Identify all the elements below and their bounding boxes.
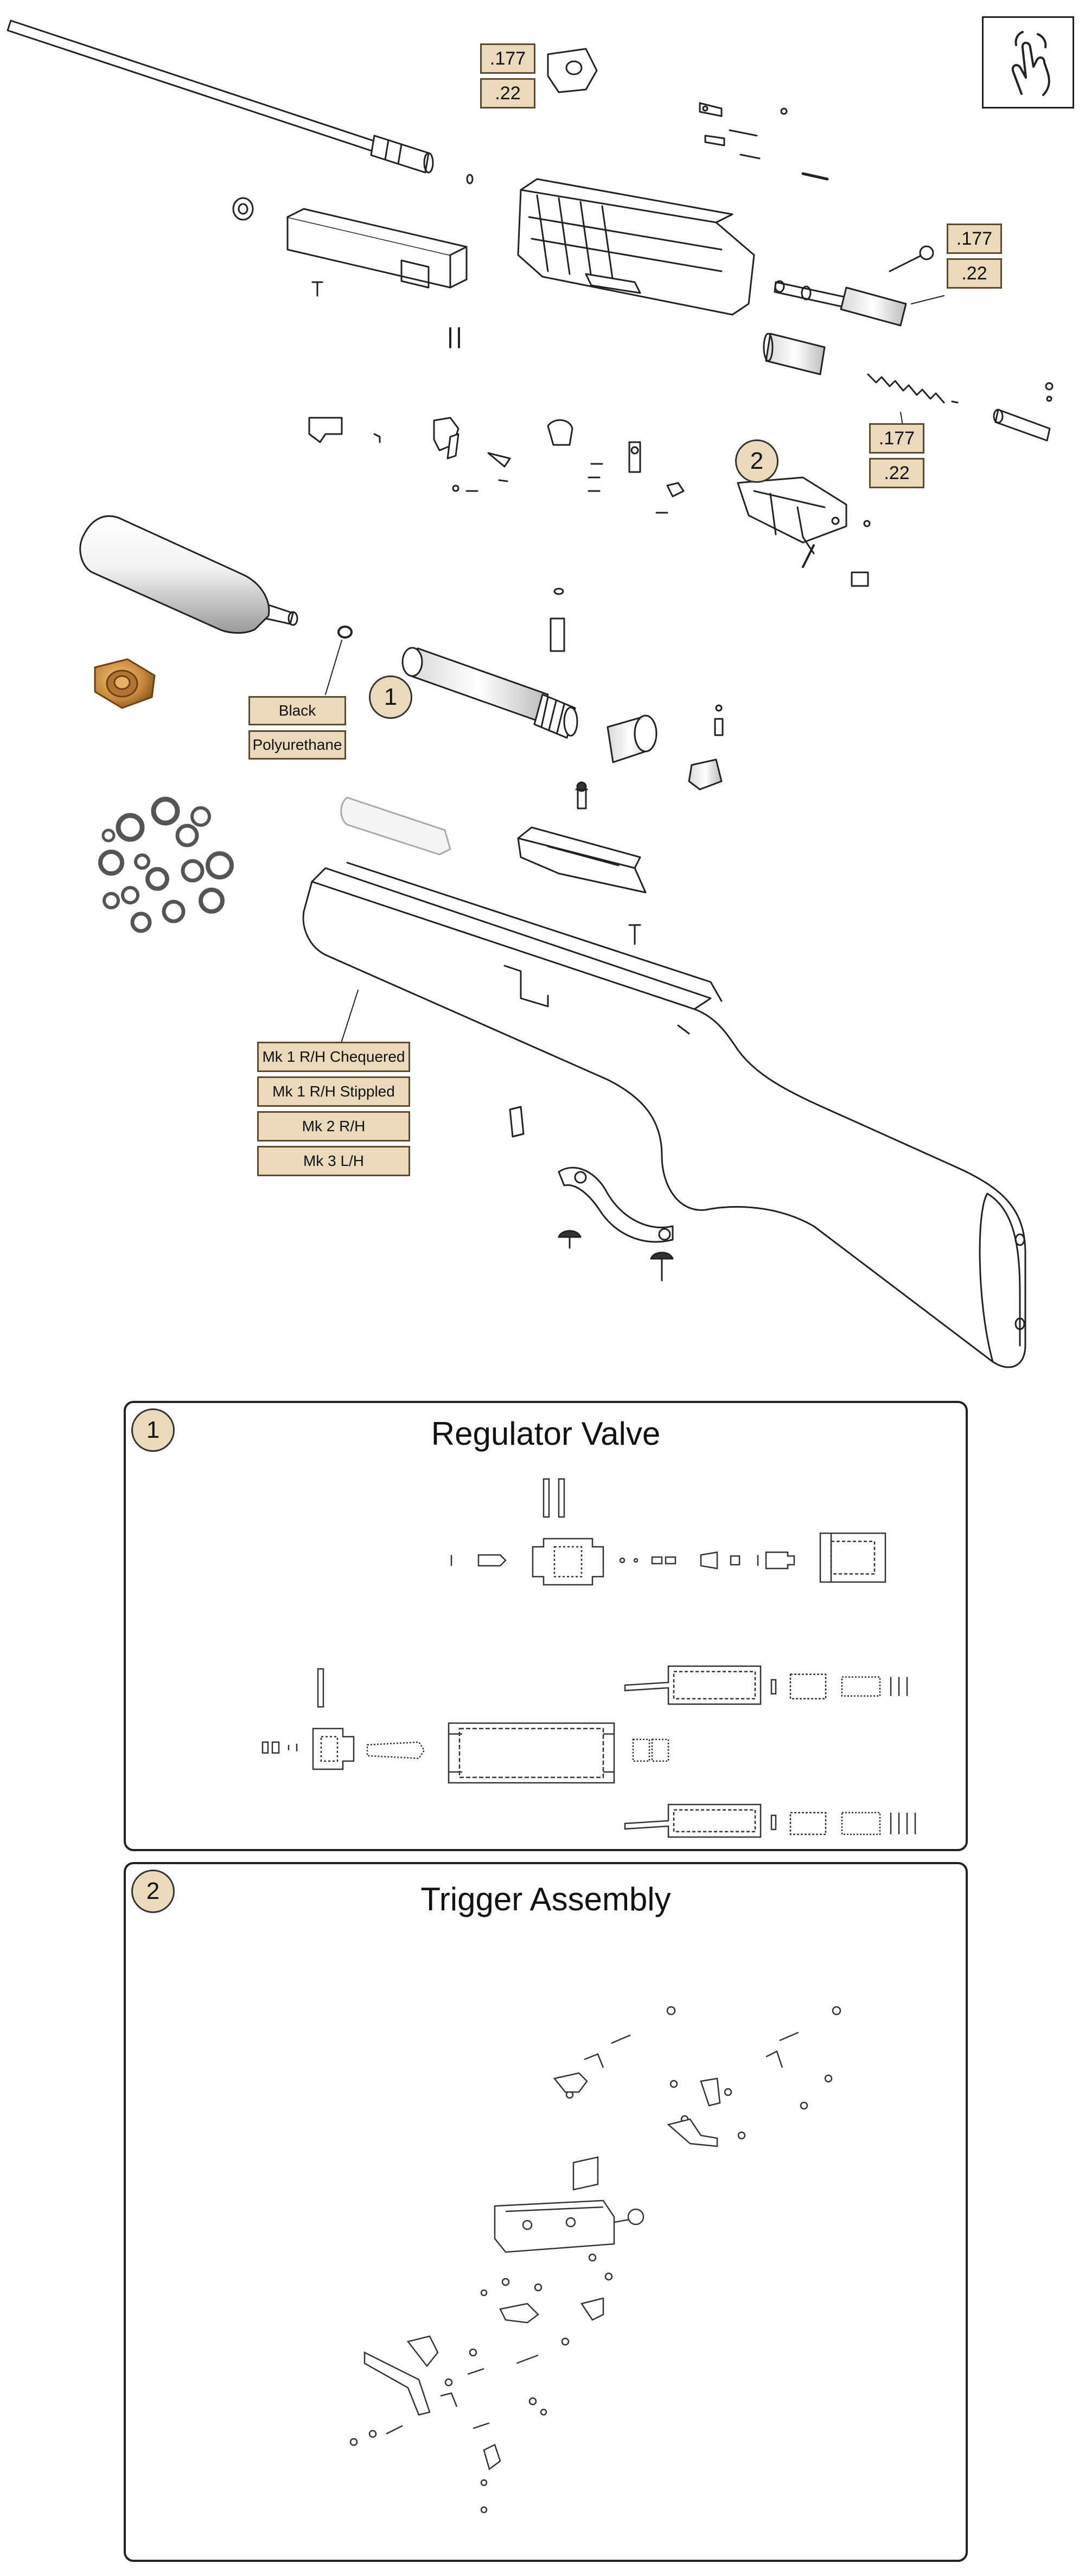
seal-black-tag[interactable]: Black	[248, 696, 346, 725]
regulator-valve-panel: 1 Regulator Valve	[124, 1401, 968, 1851]
trigger-assembly-drawing	[349, 2006, 841, 2514]
calibre-177-tag[interactable]: .177	[480, 43, 535, 74]
pinch-zoom-icon[interactable]	[982, 16, 1074, 109]
regulator-parts[interactable]	[550, 588, 724, 809]
regulator-valve-drawing	[261, 1478, 916, 1838]
small-pin[interactable]	[1046, 396, 1052, 402]
probe-calibre-22-tag[interactable]: .22	[947, 258, 1002, 289]
bolt-handle[interactable]	[889, 245, 934, 272]
grease-tube[interactable]	[340, 796, 451, 856]
small-screw[interactable]	[466, 174, 474, 184]
stock-mk1-stippled-tag[interactable]: Mk 1 R/H Stippled	[257, 1076, 410, 1107]
callout-badge-regulator[interactable]: 1	[369, 675, 412, 719]
regulator-panel-title: Regulator Valve	[431, 1415, 661, 1452]
magazine[interactable]	[547, 48, 598, 93]
spring-calibre-22-tag[interactable]: .22	[869, 458, 924, 488]
trigger-assembly-panel: 2 Trigger Assembly	[124, 1862, 968, 2562]
black-oring[interactable]	[337, 626, 353, 639]
sear-parts[interactable]	[553, 2072, 721, 2191]
leader-line	[911, 295, 944, 304]
hand-icon	[1011, 31, 1050, 96]
guard-screws[interactable]	[509, 1106, 674, 1281]
leader-line	[325, 640, 342, 695]
receiver[interactable]	[517, 178, 755, 316]
trigger-assembly-thumbnail[interactable]	[737, 476, 871, 587]
stock-screws[interactable]	[575, 788, 641, 945]
rifle-exploded-drawing	[7, 20, 1054, 1368]
hammer[interactable]	[993, 409, 1051, 442]
trigger-panel-title: Trigger Assembly	[420, 1881, 671, 1917]
spring-calibre-177-tag[interactable]: .177	[869, 423, 924, 454]
trigger-housing[interactable]	[494, 2199, 644, 2253]
stock-mk2-tag[interactable]: Mk 2 R/H	[257, 1111, 410, 1142]
small-oring[interactable]	[1045, 382, 1054, 391]
trigger-guard[interactable]	[558, 1166, 674, 1243]
stock[interactable]	[302, 862, 1026, 1368]
panel-number-regulator: 1	[131, 1408, 175, 1452]
callout-badge-trigger[interactable]: 2	[735, 439, 778, 483]
trigger-blade-and-levers[interactable]	[349, 2253, 613, 2514]
regulator-top-row-parts[interactable]	[450, 1478, 886, 1586]
barrel-block[interactable]	[286, 208, 468, 289]
safety-parts[interactable]	[308, 417, 685, 514]
air-cylinder[interactable]	[79, 515, 298, 634]
seal-polyurethane-tag[interactable]: Polyurethane	[248, 730, 346, 760]
regulator-valve-rows[interactable]	[624, 1665, 916, 1838]
hammer-spring[interactable]	[867, 373, 959, 404]
stock-mk1-chequered-tag[interactable]: Mk 1 R/H Chequered	[257, 1042, 410, 1072]
bolt-probe[interactable]	[774, 280, 907, 327]
panel-number-trigger: 2	[131, 1870, 175, 1913]
loading-gate-parts[interactable]	[699, 102, 829, 181]
brass-adaptor[interactable]	[94, 658, 156, 709]
muzzle-nut[interactable]	[232, 197, 254, 221]
calibre-22-tag[interactable]: .22	[480, 78, 535, 109]
probe-calibre-177-tag[interactable]: .177	[947, 224, 1002, 254]
regulator-valve-thumbnail[interactable]	[401, 647, 578, 739]
stock-inlet-bracket[interactable]	[517, 826, 647, 894]
barrel[interactable]	[7, 20, 434, 174]
oring-kit[interactable]	[98, 796, 234, 933]
trigger-springs-and-pins[interactable]	[565, 2006, 841, 2140]
stock-mk3-lh-tag[interactable]: Mk 3 L/H	[257, 1146, 410, 1176]
breech-tube[interactable]	[763, 333, 826, 375]
regulator-piston-parts[interactable]	[261, 1668, 669, 1784]
